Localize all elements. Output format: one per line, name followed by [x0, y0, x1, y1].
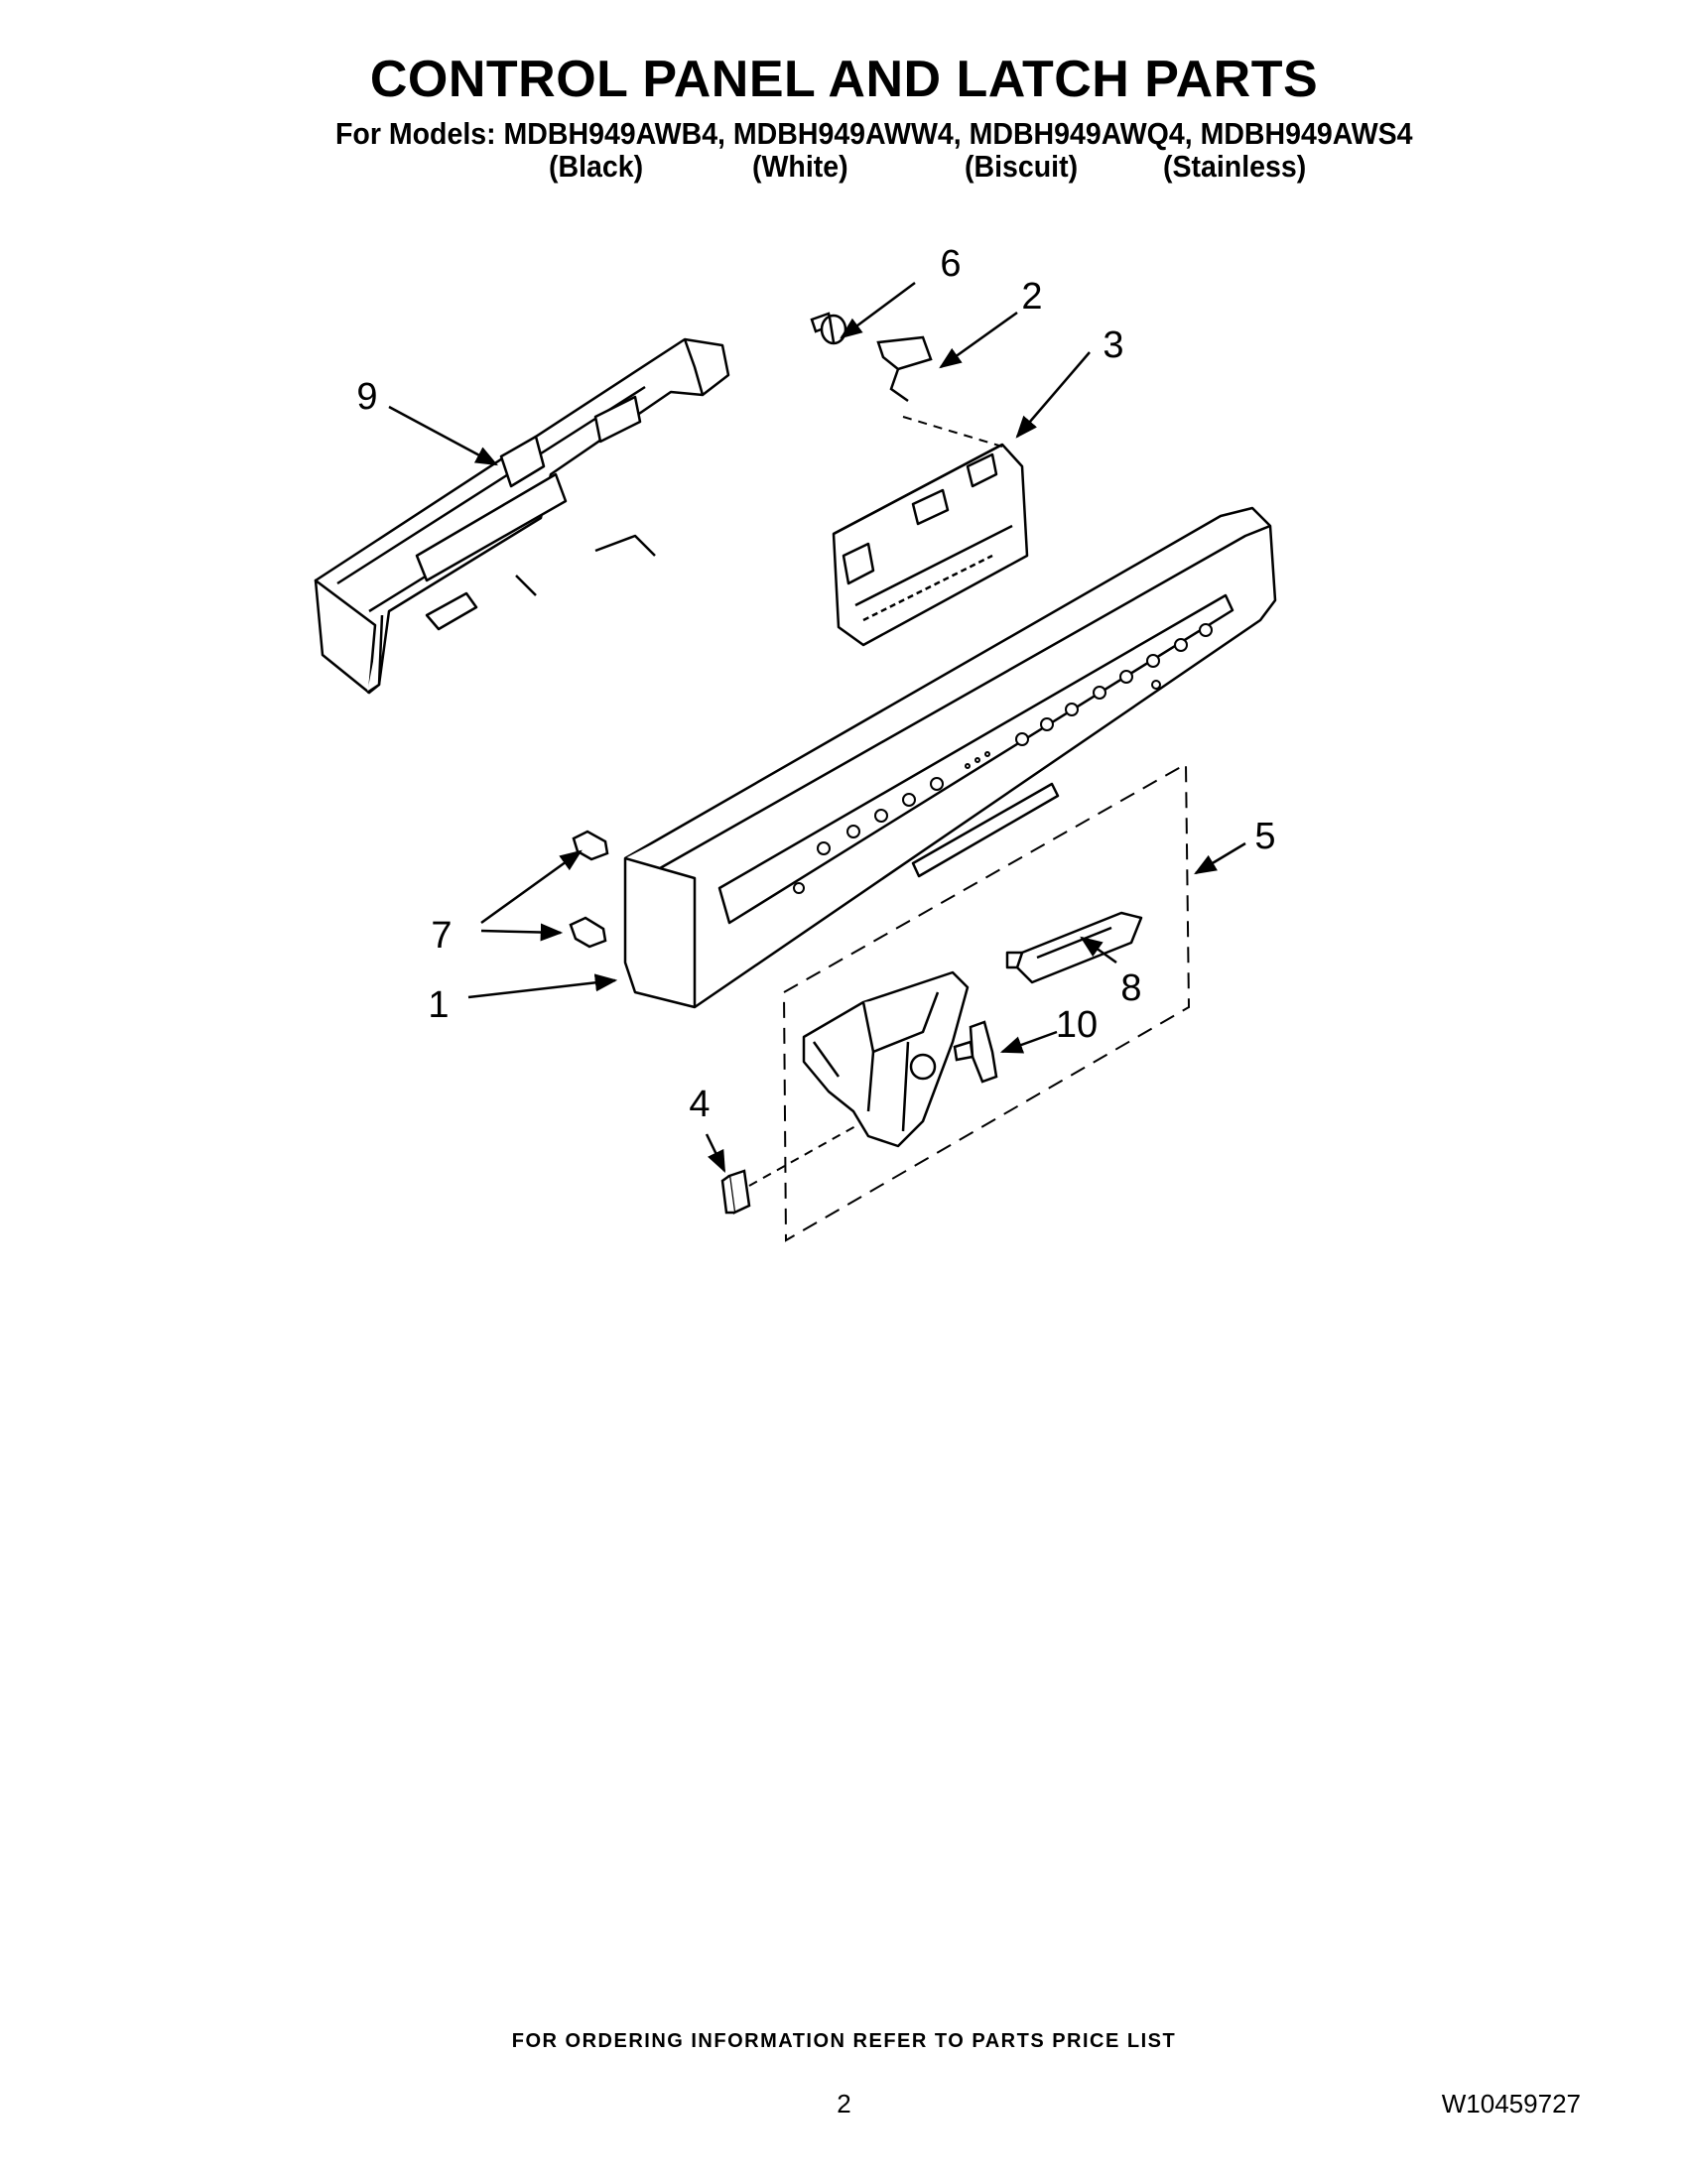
color-white: (White) — [752, 149, 848, 184]
color-stainless: (Stainless) — [1163, 149, 1307, 184]
callout-10: 10 — [1056, 1004, 1098, 1046]
part-9-housing — [314, 337, 730, 695]
part-1-control-panel — [623, 506, 1277, 1009]
part-5-latch — [802, 970, 970, 1148]
callout-2: 2 — [1021, 276, 1042, 318]
page-title: CONTROL PANEL AND LATCH PARTS — [369, 51, 1319, 108]
document-number: W10459727 — [1441, 2089, 1581, 2119]
part-8-handle — [1005, 911, 1143, 984]
callout-1: 1 — [428, 984, 449, 1026]
part-6-sensor — [810, 312, 847, 345]
part-4-switch — [720, 1169, 751, 1215]
part-7-screws — [569, 830, 609, 949]
callout-3: 3 — [1103, 324, 1123, 366]
callout-arrows — [388, 281, 1246, 1174]
part-10-bracket — [953, 1020, 998, 1084]
callout-4: 4 — [689, 1084, 710, 1125]
ordering-info-footer: FOR ORDERING INFORMATION REFER TO PARTS … — [511, 2030, 1177, 2052]
color-black: (Black) — [549, 149, 644, 184]
models-line: For Models: MDBH949AWB4, MDBH949AWW4, MD… — [335, 116, 1413, 151]
page-number: 2 — [837, 2089, 851, 2119]
callout-7: 7 — [431, 915, 452, 957]
part-5-latch-group — [782, 762, 1191, 1242]
part-3-control-board — [832, 443, 1029, 647]
callout-5: 5 — [1254, 816, 1275, 857]
part-2-clip — [876, 335, 933, 403]
callout-6: 6 — [940, 243, 961, 285]
panel-buttons — [793, 623, 1213, 894]
color-biscuit: (Biscuit) — [965, 149, 1079, 184]
callout-9: 9 — [356, 376, 377, 418]
callout-8: 8 — [1120, 967, 1141, 1009]
